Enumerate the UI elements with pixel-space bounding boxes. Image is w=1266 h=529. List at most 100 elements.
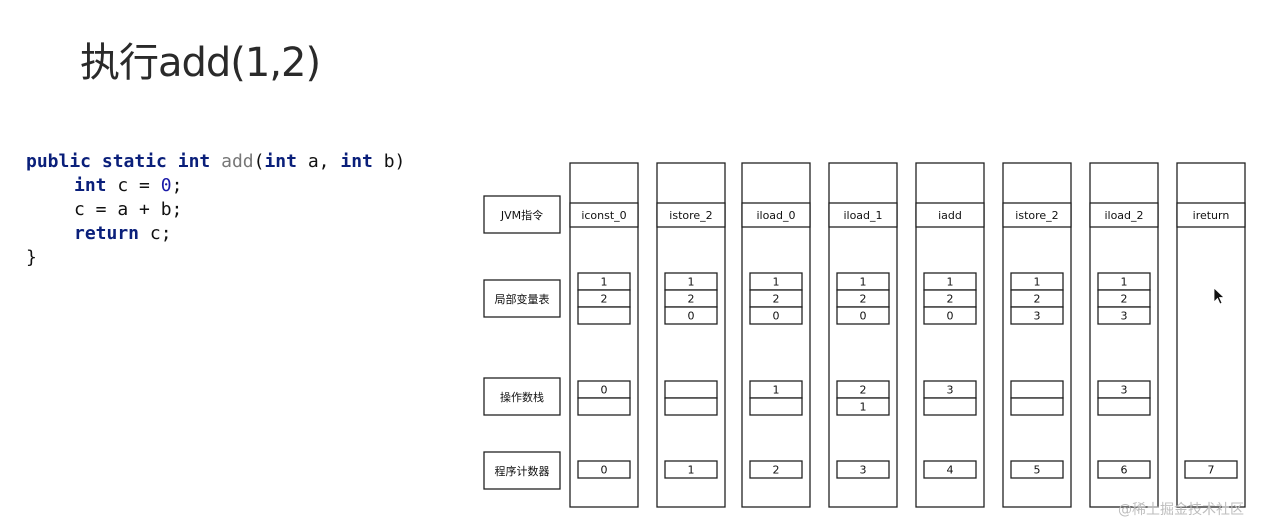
instr-label-8: ireturn	[1193, 209, 1230, 222]
stack-slot-7-1-value: 3	[1121, 384, 1128, 397]
local-slot-4-3	[836, 306, 890, 325]
local-slot-1-1-value: 1	[601, 276, 608, 289]
frame-column-4: iload_1 1 2 0 2 1 3	[828, 162, 898, 508]
pc-box-1-value: 0	[601, 464, 608, 477]
local-slot-1-2-value: 2	[601, 293, 608, 306]
local-slot-3-1-value: 1	[773, 276, 780, 289]
pc-box-6-value: 5	[1034, 464, 1041, 477]
mouse-cursor-icon	[1213, 287, 1226, 305]
row-label-instr: JVM指令	[483, 195, 561, 234]
row-label-pc: 程序计数器	[483, 451, 561, 490]
instr-label-4: iload_1	[843, 209, 882, 222]
stack-slot-3-2	[749, 397, 803, 416]
stack-slot-4-2	[836, 397, 890, 416]
frame-column-3: iload_0 1 2 0 1 2	[741, 162, 811, 508]
instr-box-7	[1089, 202, 1159, 228]
pc-box-1	[577, 460, 631, 479]
local-slot-6-3	[1010, 306, 1064, 325]
instr-box-3	[741, 202, 811, 228]
pc-box-7	[1097, 460, 1151, 479]
slide-title: 执行add(1,2)	[80, 40, 321, 86]
frame-column-5: iadd 1 2 0 3 4	[915, 162, 985, 508]
local-slot-5-1-value: 1	[947, 276, 954, 289]
stack-slot-4-2-value: 1	[860, 401, 867, 414]
local-slot-5-2-value: 2	[947, 293, 954, 306]
local-slot-3-2-value: 2	[773, 293, 780, 306]
local-slot-5-3-value: 0	[947, 310, 954, 323]
row-label-stack: 操作数栈	[483, 377, 561, 416]
local-slot-6-1-value: 1	[1034, 276, 1041, 289]
code-line-4: return c;	[74, 223, 172, 244]
local-slot-1-3	[577, 306, 631, 325]
stack-slot-5-1-value: 3	[947, 384, 954, 397]
instr-box-1	[569, 202, 639, 228]
row-label-locals-text: 局部变量表	[495, 292, 550, 306]
instr-label-2: istore_2	[669, 209, 712, 222]
stack-slot-1-1-value: 0	[601, 384, 608, 397]
pc-box-4	[836, 460, 890, 479]
local-slot-7-3-value: 3	[1121, 310, 1128, 323]
code-line-2: int c = 0;	[74, 175, 183, 196]
frame-column-1: iconst_0 1 2 0 0	[569, 162, 639, 508]
instr-label-3: iload_0	[756, 209, 795, 222]
row-label-stack-text: 操作数栈	[500, 390, 544, 404]
frame-column-6: istore_2 1 2 3 5	[1002, 162, 1072, 508]
pc-box-8-value: 7	[1208, 464, 1215, 477]
stack-slot-4-1-value: 2	[860, 384, 867, 397]
instr-box-2	[656, 202, 726, 228]
instr-box-8	[1176, 202, 1246, 228]
local-slot-4-3-value: 0	[860, 310, 867, 323]
stack-slot-7-2	[1097, 397, 1151, 416]
instr-label-5: iadd	[938, 209, 962, 222]
pc-box-4-value: 3	[860, 464, 867, 477]
local-slot-2-3-value: 0	[688, 310, 695, 323]
instr-box-6	[1002, 202, 1072, 228]
pc-box-5	[923, 460, 977, 479]
stack-slot-2-1	[664, 380, 718, 399]
code-line-3: c = a + b;	[74, 199, 183, 220]
code-line-5: }	[26, 247, 37, 268]
local-slot-2-3	[664, 306, 718, 325]
instr-label-7: iload_2	[1104, 209, 1143, 222]
frame-column-8: ireturn 7	[1176, 162, 1246, 508]
frame-columns: iconst_01200istore_21201iload_012012iloa…	[569, 162, 1246, 508]
local-slot-4-1-value: 1	[860, 276, 867, 289]
local-slot-7-1-value: 1	[1121, 276, 1128, 289]
stack-slot-6-1	[1010, 380, 1064, 399]
pc-box-3	[749, 460, 803, 479]
local-slot-7-2-value: 2	[1121, 293, 1128, 306]
stack-slot-3-1-value: 1	[773, 384, 780, 397]
local-slot-7-3	[1097, 306, 1151, 325]
instr-box-5	[915, 202, 985, 228]
instr-label-6: istore_2	[1015, 209, 1058, 222]
watermark: @稀土掘金技术社区	[1118, 502, 1244, 518]
stack-slot-1-2	[577, 397, 631, 416]
local-slot-2-1-value: 1	[688, 276, 695, 289]
code-line-1: public static int add(int a, int b)	[26, 151, 406, 172]
stack-slot-5-2	[923, 397, 977, 416]
instr-box-4	[828, 202, 898, 228]
pc-box-5-value: 4	[947, 464, 954, 477]
row-label-instr-text: JVM指令	[500, 208, 543, 222]
pc-box-2-value: 1	[688, 464, 695, 477]
pc-box-3-value: 2	[773, 464, 780, 477]
pc-box-8	[1184, 460, 1238, 479]
frame-column-2: istore_2 1 2 0 1	[656, 162, 726, 508]
stack-slot-2-2	[664, 397, 718, 416]
local-slot-6-2-value: 2	[1034, 293, 1041, 306]
local-slot-5-3	[923, 306, 977, 325]
pc-box-2	[664, 460, 718, 479]
local-slot-6-3-value: 3	[1034, 310, 1041, 323]
local-slot-4-2-value: 2	[860, 293, 867, 306]
local-slot-3-3-value: 0	[773, 310, 780, 323]
code-block: public static int add(int a, int b) int c…	[26, 150, 405, 270]
row-labels: JVM指令 局部变量表 操作数栈 程序计数器	[483, 195, 561, 490]
row-label-locals: 局部变量表	[483, 279, 561, 318]
local-slot-3-3	[749, 306, 803, 325]
stack-slot-6-2	[1010, 397, 1064, 416]
row-label-pc-text: 程序计数器	[495, 464, 550, 478]
local-slot-2-2-value: 2	[688, 293, 695, 306]
instr-label-1: iconst_0	[581, 209, 626, 222]
